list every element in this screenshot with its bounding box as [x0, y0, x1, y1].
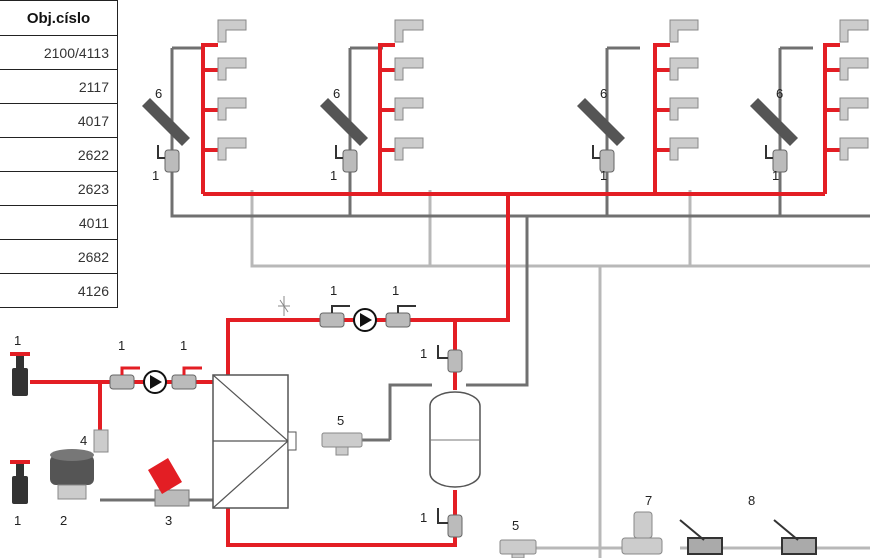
- fitting-icon: [93, 429, 109, 453]
- label-item4: 4: [80, 433, 87, 448]
- label-valve: 1: [600, 168, 607, 183]
- label-reducer: 7: [645, 493, 652, 508]
- part-number-table: Obj.císlo 2100/4113 2117 4017 2622 2623 …: [0, 0, 118, 308]
- thermometer-icon: [278, 296, 290, 316]
- ball-valve-icon: [109, 149, 788, 538]
- label-valve: 1: [330, 283, 337, 298]
- label-valve: 1: [118, 338, 125, 353]
- pump-icon: [353, 308, 377, 332]
- label-valve: 1: [392, 283, 399, 298]
- gate-valve-icon: [12, 356, 28, 504]
- table-cell: 4017: [0, 103, 118, 138]
- heat-exchanger: [212, 374, 297, 509]
- valve-handle-icon: [157, 145, 773, 524]
- label-valve: 1: [180, 338, 187, 353]
- label-valve: 1: [152, 168, 159, 183]
- label-item8: 8: [748, 493, 755, 508]
- label-valve: 1: [330, 168, 337, 183]
- label-item5: 5: [512, 518, 519, 533]
- cold-water-lines: [250, 190, 870, 558]
- table-cell: 2623: [0, 171, 118, 206]
- faucet-icon: [217, 19, 869, 161]
- table-cell: 4011: [0, 205, 118, 240]
- hot-water-lines: [30, 43, 840, 547]
- label-valve: 1: [14, 513, 21, 528]
- table-cell: 4126: [0, 273, 118, 308]
- tee-fitting-icon: [321, 432, 537, 558]
- table-cell: 2622: [0, 137, 118, 172]
- table-cell: 2682: [0, 239, 118, 274]
- balancing-valve-icon: [148, 458, 190, 507]
- label-valve: 1: [420, 346, 427, 361]
- mixing-valve-actuator-icon: [50, 449, 94, 500]
- label-valve: 1: [420, 510, 427, 525]
- label-item6: 6: [333, 86, 340, 101]
- label-mixer: 2: [60, 513, 67, 528]
- circulation-valve-icon: [142, 98, 798, 146]
- table-cell: 2100/4113: [0, 35, 118, 70]
- label-valve: 1: [14, 333, 21, 348]
- strainer-icon: [679, 519, 817, 555]
- label-item5: 5: [337, 413, 344, 428]
- table-cell: 2117: [0, 69, 118, 104]
- table-header: Obj.císlo: [0, 0, 118, 36]
- pressure-reducer-icon: [621, 511, 663, 555]
- label-item6: 6: [155, 86, 162, 101]
- label-valve: 1: [772, 168, 779, 183]
- valve-handle-icon: [120, 366, 202, 375]
- pump-icon: [143, 370, 167, 394]
- gate-valve-handle-icon: [10, 352, 30, 464]
- label-balance-valve: 3: [165, 513, 172, 528]
- storage-tank: [429, 391, 481, 488]
- label-item6: 6: [776, 86, 783, 101]
- label-item6: 6: [600, 86, 607, 101]
